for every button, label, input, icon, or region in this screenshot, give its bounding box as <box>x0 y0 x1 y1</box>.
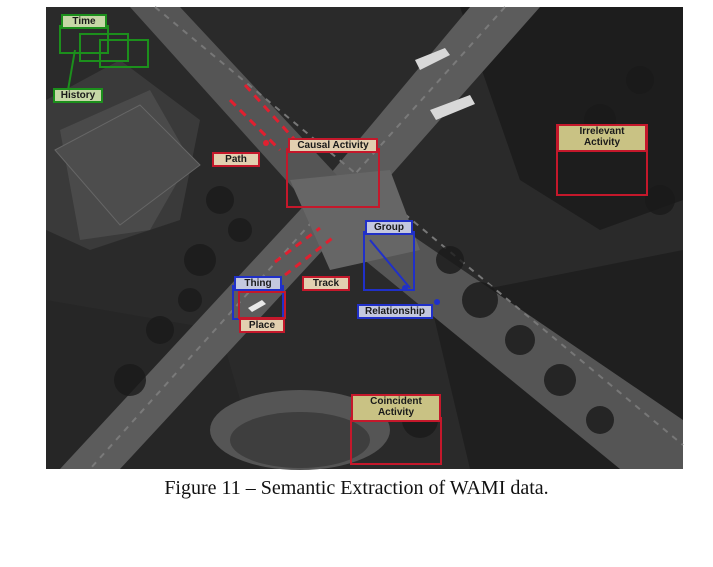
group-label: Group <box>365 220 413 235</box>
figure-caption: Figure 11 – Semantic Extraction of WAMI … <box>164 477 549 499</box>
time-label: Time <box>61 14 107 29</box>
path-label: Path <box>212 152 260 167</box>
relationship-label: Relationship <box>357 304 433 319</box>
thing-label: Thing <box>234 276 282 291</box>
track-label: Track <box>302 276 350 291</box>
history-label: History <box>53 88 103 103</box>
causal-activity-label: Causal Activity <box>288 138 378 153</box>
place-label: Place <box>239 318 285 333</box>
coincident-activity-label: Coincident Activity <box>351 394 441 422</box>
irrelevant-activity-label: Irrelevant Activity <box>557 124 647 152</box>
